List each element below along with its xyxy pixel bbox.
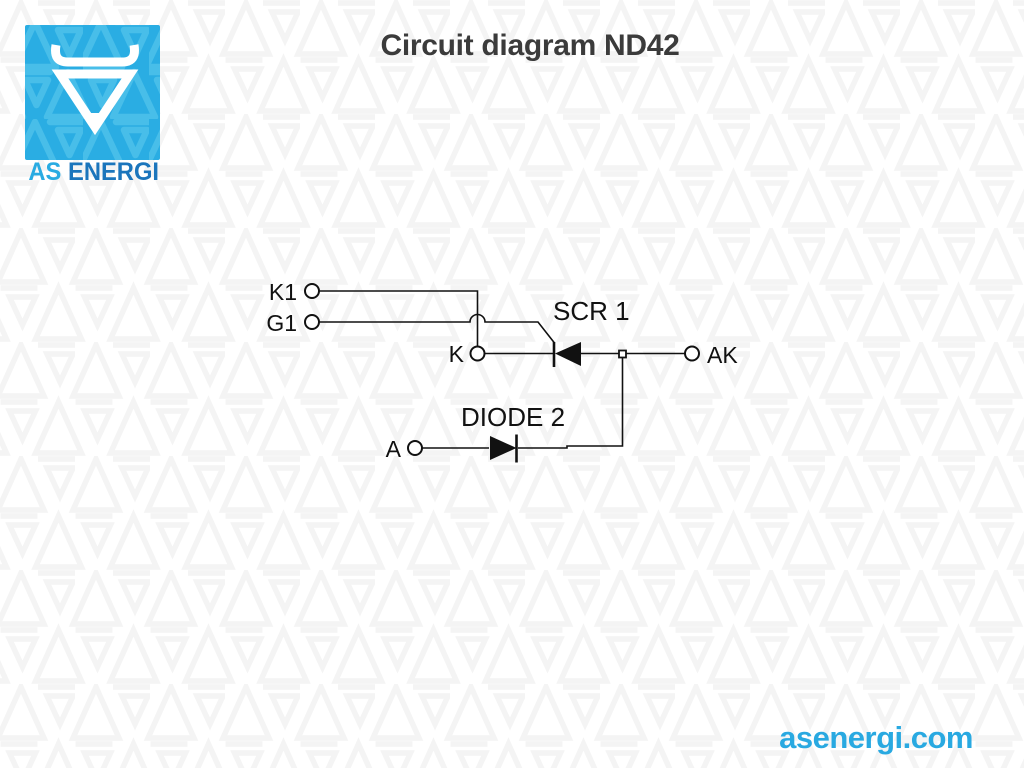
label-k: K — [449, 341, 465, 367]
diode-symbol — [490, 434, 518, 463]
label-ak: AK — [707, 342, 738, 368]
terminal-a — [407, 440, 423, 456]
wire-diode-loop — [518, 357, 624, 449]
terminal-k1 — [304, 283, 320, 299]
label-diode: DIODE 2 — [461, 402, 565, 432]
wire-g1-gate — [319, 313, 556, 344]
website-text: asenergi.com — [779, 720, 973, 755]
label-a: A — [386, 436, 402, 462]
wire-k1 — [319, 290, 479, 346]
label-g1: G1 — [266, 310, 297, 336]
label-k1: K1 — [269, 279, 297, 305]
junction-node — [618, 349, 627, 359]
terminal-g1 — [304, 314, 320, 330]
terminal-k — [469, 345, 486, 362]
as-energi-logo-mark — [25, 25, 160, 160]
label-scr: SCR 1 — [553, 296, 630, 326]
scr-triangle — [555, 342, 581, 366]
velas-v-icon — [51, 44, 139, 136]
scr-symbol — [552, 342, 581, 367]
logo-wordmark: AS ENERGI — [28, 158, 160, 187]
terminal-ak — [684, 345, 700, 362]
as-energi-logo — [25, 25, 160, 165]
page-title: Circuit diagram ND42 — [380, 29, 680, 62]
diode-triangle — [490, 436, 517, 460]
logo-text-as: AS — [28, 158, 62, 186]
logo-text-energi: ENERGI — [67, 158, 160, 186]
